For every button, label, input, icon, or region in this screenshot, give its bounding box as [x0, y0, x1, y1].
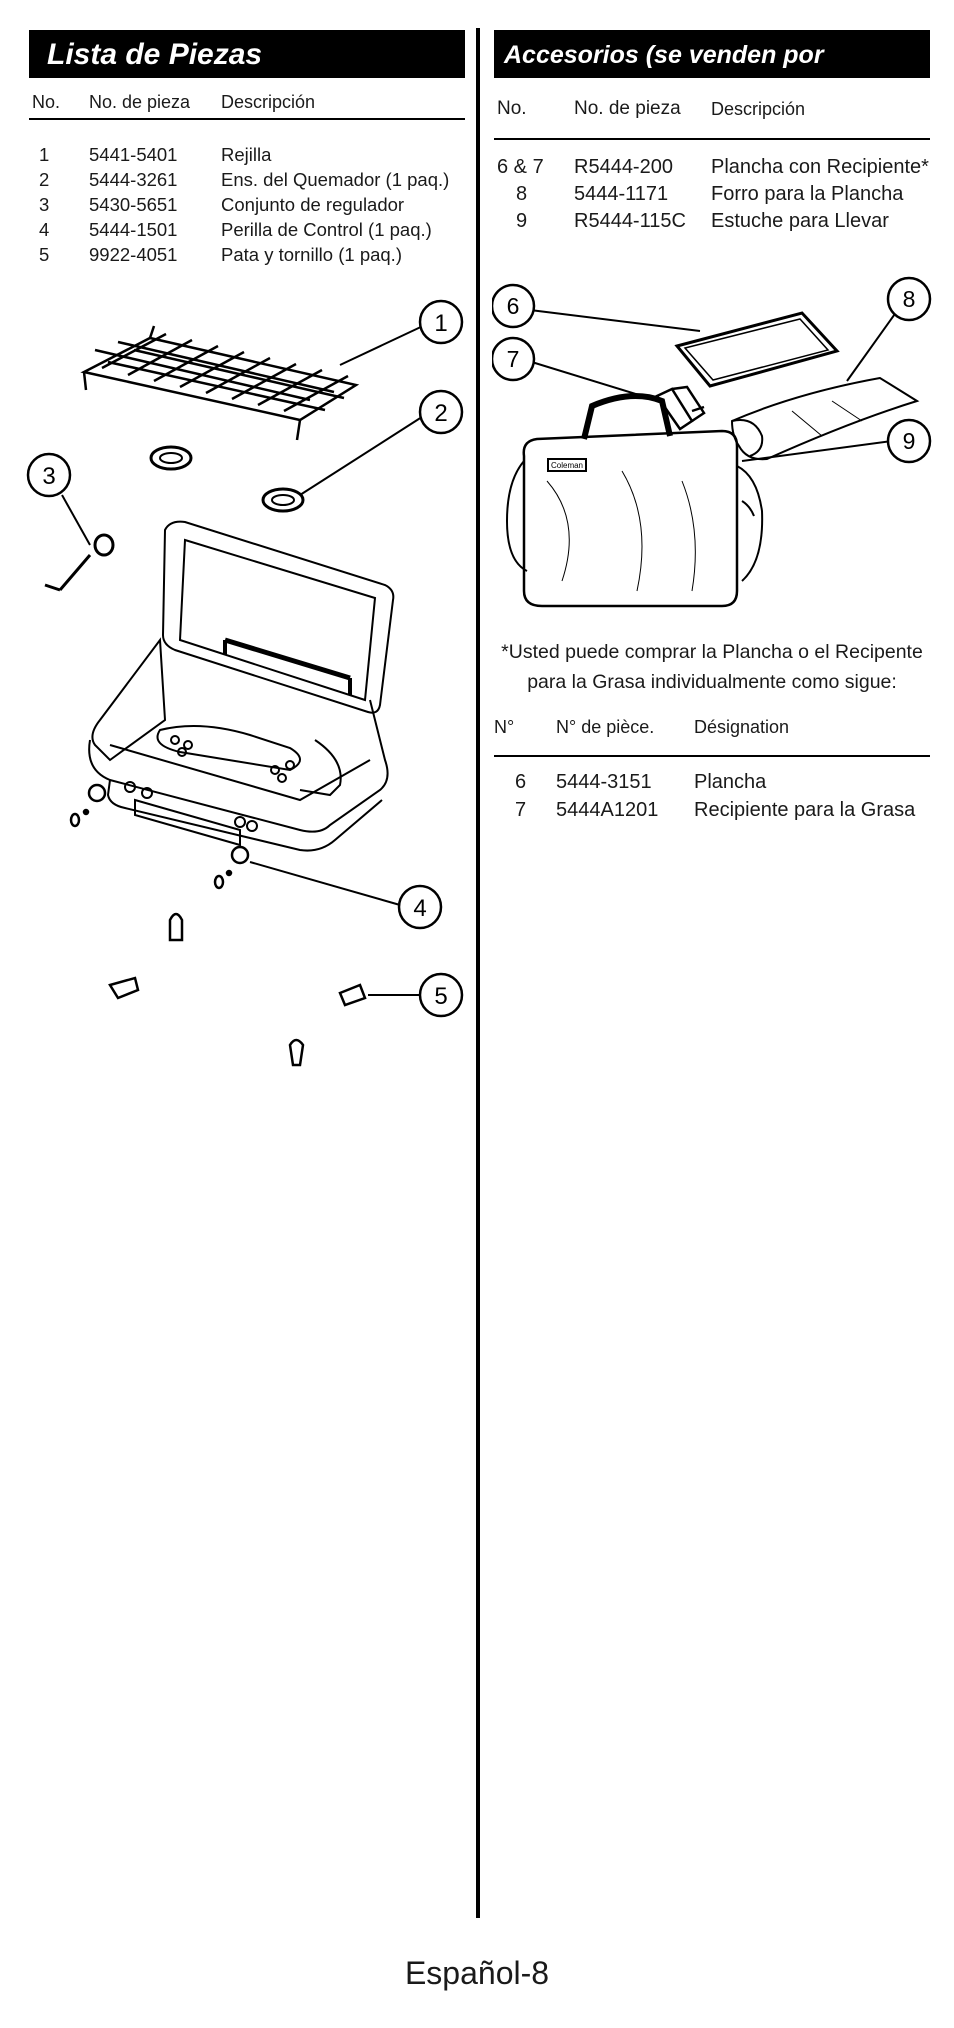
- callout-label: 9: [903, 428, 916, 454]
- row-part: 5430-5651: [89, 194, 178, 215]
- table-row: 5 9922-4051 Pata y tornillo (1 paq.): [29, 244, 465, 269]
- header-part-number: No. de pieza: [89, 92, 191, 112]
- callout-label: 5: [434, 983, 447, 1010]
- leg-illustration: [168, 912, 184, 942]
- burner-illustration: [261, 487, 305, 513]
- row-desc: Ens. del Quemador (1 paq.): [221, 169, 450, 190]
- table-row: 3 5430-5651 Conjunto de regulador: [29, 194, 465, 219]
- row-part: 5444A1201: [556, 799, 659, 821]
- row-desc: Rejilla: [221, 144, 272, 165]
- leg-illustration: [338, 983, 367, 1007]
- callout-label: 8: [903, 286, 916, 312]
- row-part: R5444-115C: [574, 210, 686, 232]
- parts-list-section: Lista de Piezas No. No. de pieza Descrip…: [29, 30, 465, 269]
- row-part: 5444-3261: [89, 169, 178, 190]
- row-desc: Perilla de Control (1 paq.): [221, 219, 432, 240]
- row-no: 3: [39, 194, 50, 215]
- row-desc: Recipiente para la Grasa: [694, 799, 916, 821]
- callout-circle: [418, 972, 464, 1018]
- table-row: 8 5444-1171 Forro para la Plancha: [494, 183, 930, 210]
- stove-exploded-diagram: 1 2 3 4 5: [26, 299, 464, 1067]
- header-description: Désignation: [694, 717, 790, 737]
- row-part: R5444-200: [574, 156, 673, 178]
- callout-label: 7: [507, 346, 520, 372]
- row-no: 6 & 7: [497, 156, 544, 178]
- grease-cup-illustration: [655, 385, 706, 431]
- table-row: 9 R5444-115C Estuche para Llevar: [494, 210, 930, 237]
- header-part-number: N° de pièce.: [556, 717, 655, 737]
- header-no: N°: [494, 717, 515, 737]
- control-knob-illustration: [87, 783, 107, 803]
- column-divider: [476, 28, 480, 1918]
- callout-label: 1: [434, 310, 447, 337]
- table-row: 6 5444-3151 Plancha: [494, 771, 930, 799]
- note-line: para la Grasa individualmente como sigue…: [527, 671, 897, 693]
- control-knob-illustration: [230, 845, 250, 865]
- parts-list-title: Lista de Piezas: [29, 30, 465, 78]
- callout-circle: [418, 299, 464, 345]
- row-no: 2: [39, 169, 50, 190]
- parts-table-header: No. No. de pieza Descripción: [29, 78, 465, 120]
- callout-label: 6: [507, 293, 520, 319]
- row-desc: Plancha: [694, 771, 767, 793]
- row-desc: Pata y tornillo (1 paq.): [221, 244, 402, 265]
- note-line: *Usted puede comprar la Plancha o el Rec…: [501, 641, 923, 663]
- row-no: 7: [515, 799, 527, 821]
- carry-case-illustration: Coleman: [505, 393, 764, 608]
- row-no: 1: [39, 144, 50, 165]
- accessories-section: Accesorios (se venden por separado) No. …: [492, 30, 932, 827]
- callout-label: 3: [42, 463, 55, 490]
- row-desc: Plancha con Recipiente*: [711, 156, 929, 178]
- row-desc: Estuche para Llevar: [711, 210, 889, 232]
- callout-circle: [886, 276, 932, 322]
- table-row: 7 5444A1201 Recipiente para la Grasa: [494, 799, 930, 827]
- row-desc: Forro para la Plancha: [711, 183, 904, 205]
- accessories-table-header: No. No. de pieza Descripción: [494, 78, 930, 140]
- callout-circle: [418, 389, 464, 435]
- row-no: 4: [39, 219, 50, 240]
- row-no: 6: [515, 771, 527, 793]
- individual-parts-header: N° N° de pièce. Désignation: [494, 701, 930, 757]
- header-description: Descripción: [221, 92, 316, 112]
- row-part: 5444-3151: [556, 771, 652, 793]
- header-part-number: No. de pieza: [574, 98, 681, 119]
- header-description: Descripción: [711, 99, 806, 119]
- row-no: 9: [516, 210, 528, 232]
- accessories-title: Accesorios (se venden por separado): [494, 30, 930, 119]
- row-part: 5444-1171: [574, 183, 669, 205]
- callout-circle: [26, 452, 72, 498]
- page-footer: Español-8: [404, 1955, 550, 1991]
- parts-table-body: 1 5441-5401 Rejilla 2 5444-3261 Ens. del…: [29, 144, 465, 269]
- bag-logo: Coleman: [551, 461, 583, 470]
- row-part: 5444-1501: [89, 219, 178, 240]
- table-row: 2 5444-3261 Ens. del Quemador (1 paq.): [29, 169, 465, 194]
- purchase-note: *Usted puede comprar la Plancha o el Rec…: [492, 637, 932, 697]
- table-row: 6 & 7 R5444-200 Plancha con Recipiente*: [494, 156, 930, 183]
- stove-body-illustration: [88, 520, 395, 852]
- accessories-diagram: Coleman 6 7 8 9: [492, 276, 932, 608]
- grate-illustration: [80, 325, 360, 441]
- callout-circle: [492, 336, 536, 382]
- table-row: 1 5441-5401 Rejilla: [29, 144, 465, 169]
- table-row: 4 5444-1501 Perilla de Control (1 paq.): [29, 219, 465, 244]
- leg-illustration: [288, 1038, 305, 1067]
- row-part: 9922-4051: [89, 244, 178, 265]
- leg-illustration: [108, 976, 140, 1000]
- row-desc: Conjunto de regulador: [221, 194, 405, 215]
- callout-label: 4: [413, 895, 426, 922]
- row-no: 8: [516, 183, 528, 205]
- callout-circle: [886, 418, 932, 464]
- individual-parts-body: 6 5444-3151 Plancha 7 5444A1201 Recipien…: [494, 771, 930, 827]
- callout-label: 2: [434, 400, 447, 427]
- callout-circle: [397, 884, 443, 930]
- regulator-illustration: [44, 533, 115, 592]
- row-part: 5441-5401: [89, 144, 178, 165]
- callout-circle: [492, 283, 536, 329]
- burner-illustration: [149, 445, 193, 471]
- header-no: No.: [497, 98, 527, 119]
- header-no: No.: [32, 92, 61, 112]
- griddle-illustration: [674, 311, 840, 388]
- accessories-table-body: 6 & 7 R5444-200 Plancha con Recipiente* …: [494, 156, 930, 237]
- row-no: 5: [39, 244, 50, 265]
